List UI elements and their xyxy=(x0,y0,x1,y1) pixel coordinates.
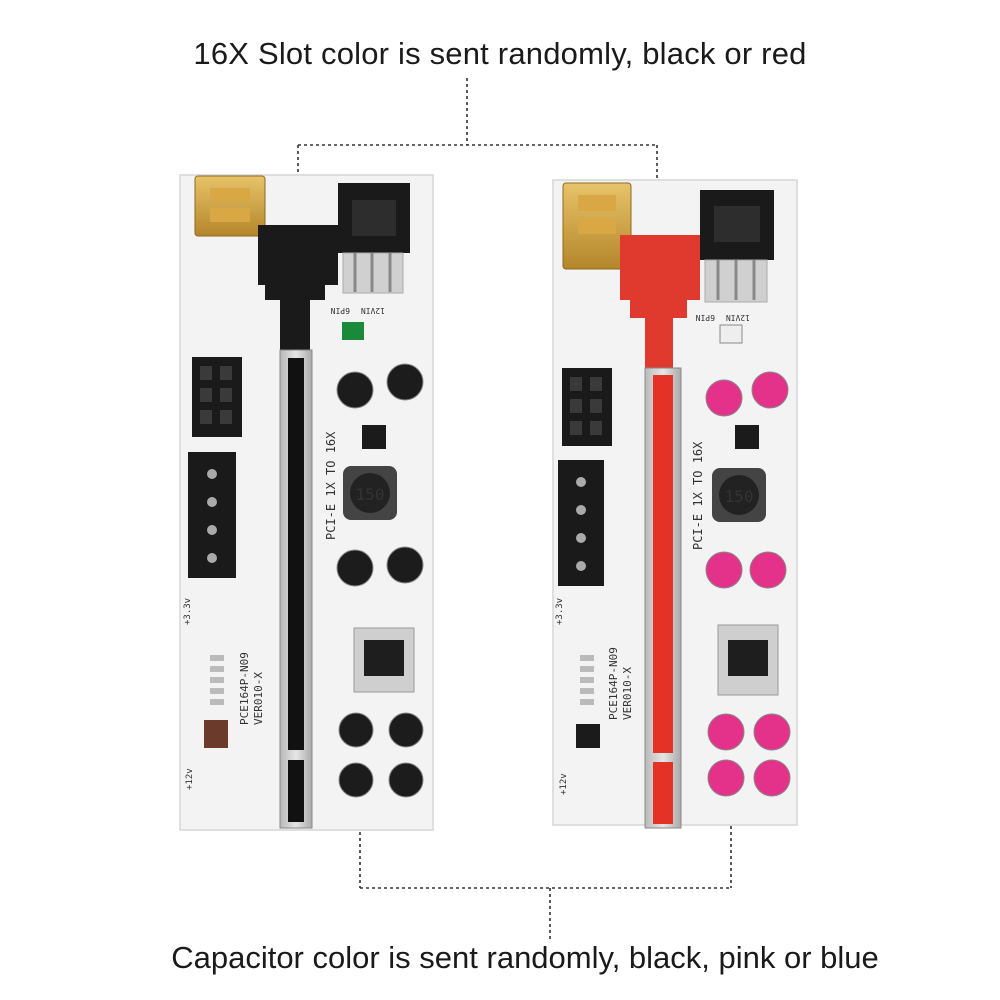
label-3v3: +3.3v xyxy=(555,598,565,625)
capacitor xyxy=(707,713,745,751)
top-caption: 16X Slot color is sent randomly, black o… xyxy=(193,36,807,71)
capacitor xyxy=(386,546,424,584)
usb-port xyxy=(194,175,266,237)
label-6pin: 6PIN xyxy=(331,306,350,315)
capacitor xyxy=(388,712,424,748)
riser-board-black: 150 PCI-E 1X TO 16X PCE164P-N09 VER010-X… xyxy=(179,174,434,831)
inductor-label: 150 xyxy=(725,487,754,506)
label-12vin: 12VIN xyxy=(726,313,750,322)
capacitor xyxy=(753,759,791,797)
capacitor xyxy=(338,712,374,748)
label-6pin: 6PIN xyxy=(696,313,715,322)
label-3v3: +3.3v xyxy=(183,598,193,625)
board-version: VER010-X xyxy=(621,667,634,720)
bottom-caption: Capacitor color is sent randomly, black,… xyxy=(171,940,879,975)
chip-u3 xyxy=(576,724,600,748)
capacitor xyxy=(338,762,374,798)
chip-u2 xyxy=(362,425,386,449)
bottom-connector-lines xyxy=(359,820,732,940)
label-12vin: 12VIN xyxy=(361,306,385,315)
inductor-label: 150 xyxy=(356,485,385,504)
capacitor xyxy=(388,762,424,798)
capacitor xyxy=(753,713,791,751)
pcie-16x-slot xyxy=(288,358,304,750)
capacitor xyxy=(386,363,424,401)
6pin-side-connector xyxy=(192,357,242,437)
capacitor xyxy=(705,379,743,417)
capacitors xyxy=(336,363,424,798)
capacitors xyxy=(705,371,791,797)
chip-u2 xyxy=(735,425,759,449)
slot-latch xyxy=(258,225,338,350)
chip-u3 xyxy=(204,720,228,748)
label-12v: +12v xyxy=(185,768,195,790)
capacitor xyxy=(705,551,743,589)
board-title: PCI-E 1X TO 16X xyxy=(691,441,705,550)
board-version: VER010-X xyxy=(252,672,265,725)
capacitor xyxy=(751,371,789,409)
6pin-side-connector xyxy=(562,368,612,446)
label-12v: +12v xyxy=(559,773,569,795)
capacitor xyxy=(749,551,787,589)
capacitor xyxy=(336,549,374,587)
fuse xyxy=(719,324,743,344)
riser-board-red: 150 PCI-E 1X TO 16X PCE164P-N09 VER010-X… xyxy=(552,179,798,829)
board-model: PCE164P-N09 xyxy=(607,647,620,720)
pcie-16x-slot xyxy=(653,375,673,753)
capacitor xyxy=(336,371,374,409)
capacitor xyxy=(707,759,745,797)
board-title: PCI-E 1X TO 16X xyxy=(324,431,338,540)
board-model: PCE164P-N09 xyxy=(238,652,251,725)
slot-latch xyxy=(620,235,700,368)
fuse xyxy=(342,322,364,340)
